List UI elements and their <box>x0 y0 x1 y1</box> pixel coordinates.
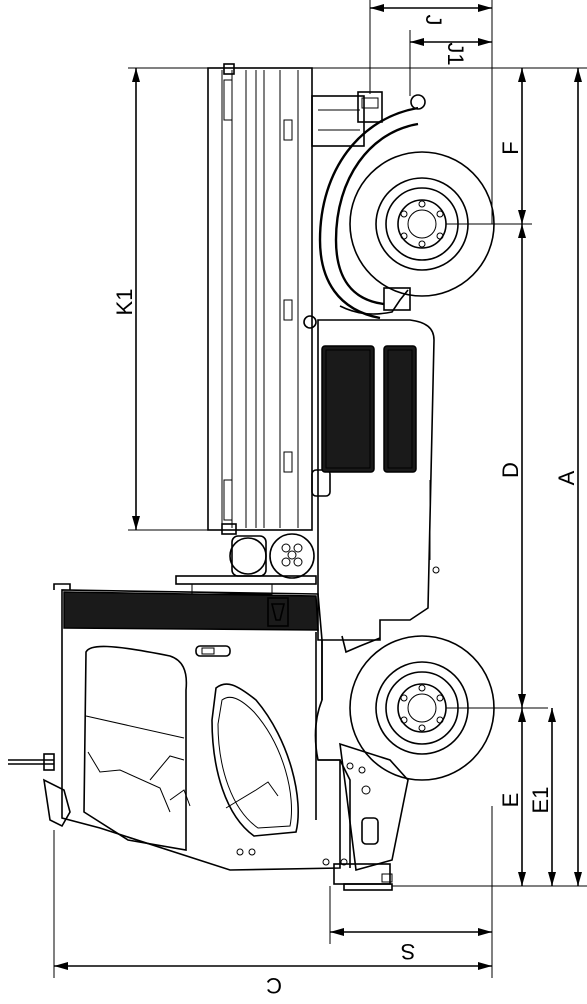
dimension-c <box>54 962 492 970</box>
dimension-e1 <box>548 708 556 886</box>
boom-pivot <box>175 533 317 595</box>
front-wheel <box>349 151 495 297</box>
label-c: C <box>266 973 282 998</box>
dimension-d <box>518 224 526 708</box>
dimension-s <box>330 928 492 936</box>
dimension-lines: A D F E E1 K1 J J1 S C <box>53 0 587 998</box>
label-j1: J1 <box>443 42 468 65</box>
label-j: J <box>421 15 446 26</box>
operator-cab <box>61 589 351 871</box>
label-s: S <box>401 939 416 964</box>
label-e: E <box>498 793 523 808</box>
dimension-k1 <box>132 68 140 530</box>
dimension-f <box>518 68 526 224</box>
label-d: D <box>498 462 523 478</box>
label-k1: K1 <box>112 289 137 316</box>
dimension-j <box>370 4 492 12</box>
dimension-e <box>518 708 526 886</box>
telehandler-side-view <box>8 63 495 891</box>
dimension-j1 <box>410 38 492 46</box>
rear-counterweight <box>333 742 409 891</box>
front-carriage <box>311 91 426 320</box>
label-f: F <box>498 141 523 154</box>
label-e1: E1 <box>528 787 553 814</box>
dimension-a <box>574 68 582 886</box>
label-a: A <box>554 470 579 485</box>
chassis <box>317 287 440 641</box>
rear-mirror <box>8 583 71 828</box>
